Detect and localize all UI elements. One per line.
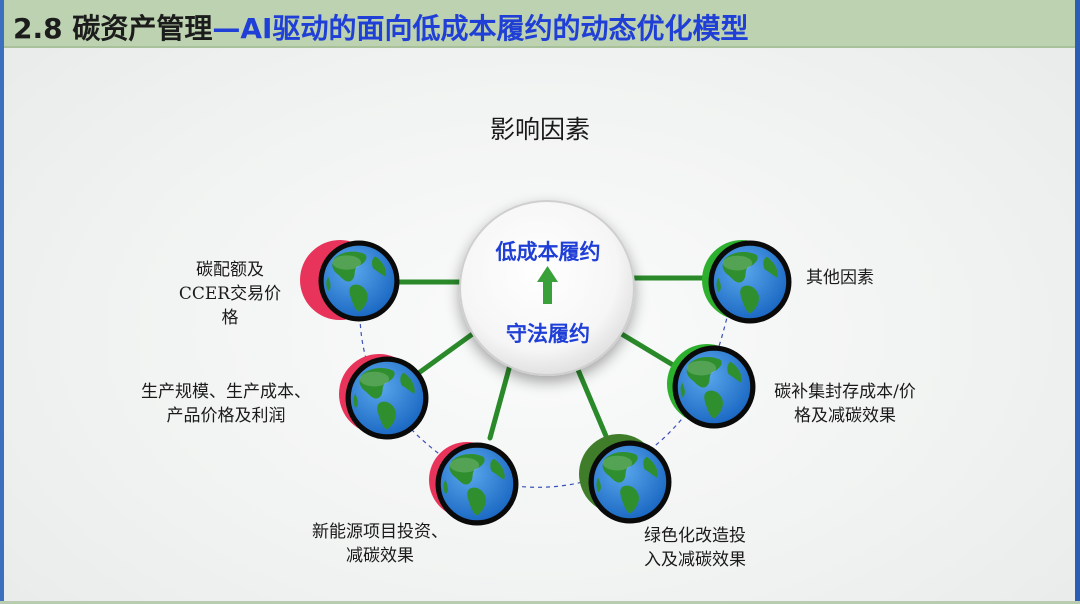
- factor-2-line-1: 生产规模、生产成本、: [141, 382, 311, 402]
- connector-2: [417, 327, 481, 375]
- factor-5-line-1: 碳补集封存成本/价: [774, 382, 916, 402]
- connector-5: [612, 327, 681, 371]
- diagram-subtitle: 影响因素: [489, 115, 590, 144]
- connector-3: [487, 362, 513, 441]
- globe-node-1: [300, 240, 397, 320]
- factor-label-5: 碳补集封存成本/价 格及减碳效果: [750, 380, 940, 428]
- factor-1-line-2: CCER交易价: [178, 284, 282, 304]
- globe-node-3: [429, 442, 516, 523]
- factor-3-line-1: 新能源项目投资、: [312, 522, 448, 542]
- connector-4: [573, 362, 609, 439]
- factor-label-2: 生产规模、生产成本、 产品价格及利润: [118, 380, 334, 428]
- globe-icon: [348, 359, 426, 437]
- factor-label-3: 新能源项目投资、 减碳效果: [290, 520, 470, 568]
- arrow-up-icon: [537, 266, 558, 304]
- slide-header: 2.8 碳资产管理—AI驱动的面向低成本履约的动态优化模型: [4, 0, 1075, 48]
- globe-icon: [711, 243, 789, 321]
- globe-icon: [675, 348, 753, 426]
- factor-label-4: 绿色化改造投 入及减碳效果: [620, 524, 770, 572]
- factor-6-line-1: 其他因素: [806, 268, 874, 288]
- connectors: [392, 275, 708, 441]
- globe-node-5: [667, 344, 753, 426]
- globe-icon: [321, 243, 397, 319]
- title-highlight: —AI驱动的面向低成本履约的动态优化模型: [212, 12, 749, 45]
- factor-1-line-3: 格: [221, 308, 239, 328]
- factor-label-1: 碳配额及 CCER交易价 格: [160, 258, 300, 330]
- globe-icon: [438, 445, 516, 523]
- factor-3-line-2: 减碳效果: [346, 546, 414, 566]
- globe-node-6: [702, 240, 789, 321]
- frame-bottom-border: [0, 601, 1080, 604]
- center-top-text: 低成本履约: [495, 240, 601, 264]
- title-prefix: 2.8 碳资产管理: [13, 12, 213, 45]
- factor-1-line-1: 碳配额及: [196, 260, 264, 280]
- slide-title: 2.8 碳资产管理—AI驱动的面向低成本履约的动态优化模型: [13, 7, 748, 47]
- factor-2-line-2: 产品价格及利润: [166, 406, 286, 426]
- factor-5-line-2: 格及减碳效果: [794, 406, 896, 426]
- factor-4-line-1: 绿色化改造投: [644, 526, 746, 546]
- globe-icon: [591, 443, 669, 521]
- center-bottom-text: 守法履约: [506, 322, 590, 346]
- frame-left-border: [0, 0, 4, 604]
- frame-right-border: [1075, 0, 1080, 604]
- globe-node-2: [339, 354, 426, 437]
- factor-label-6: 其他因素: [790, 266, 890, 290]
- globe-node-4: [579, 434, 669, 521]
- factor-4-line-2: 入及减碳效果: [644, 550, 746, 570]
